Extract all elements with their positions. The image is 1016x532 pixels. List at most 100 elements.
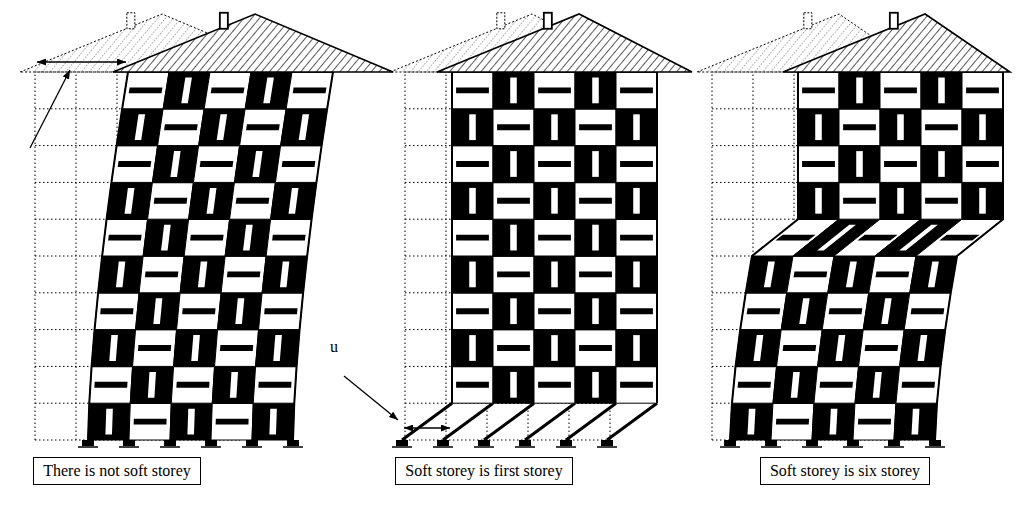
window — [510, 151, 517, 177]
window — [917, 335, 927, 361]
window — [633, 262, 640, 288]
window-band — [293, 87, 327, 93]
window — [125, 188, 135, 214]
wall-panel — [863, 293, 910, 330]
window — [280, 262, 289, 288]
wall-panel — [575, 182, 616, 219]
wall-panel — [575, 330, 616, 367]
window — [592, 225, 599, 251]
fixed-support — [560, 440, 572, 446]
building-edge — [730, 72, 798, 440]
window — [873, 372, 882, 398]
window-band — [925, 198, 958, 204]
wall-panel — [818, 330, 864, 367]
wall-panel — [575, 366, 616, 403]
window — [105, 409, 112, 435]
wall-panel — [921, 109, 962, 146]
window-band — [857, 235, 897, 241]
wall-panel — [916, 219, 1003, 256]
wall-panel — [575, 256, 616, 293]
roof — [113, 14, 393, 72]
window-band — [145, 271, 178, 277]
wall-panel — [534, 72, 575, 109]
ground-line — [802, 446, 822, 448]
wall-panel — [616, 182, 657, 219]
window — [856, 151, 863, 177]
window-band — [875, 271, 909, 277]
wall-panel — [880, 72, 921, 109]
wall-panel — [616, 146, 657, 183]
window — [109, 335, 118, 361]
wall-panel — [452, 182, 493, 219]
window — [170, 151, 180, 177]
fixed-support — [287, 440, 299, 446]
wall-panel — [240, 109, 287, 146]
displacement-label: u — [330, 338, 338, 356]
window — [469, 335, 476, 361]
caption-text: Soft storey is six storey — [770, 462, 920, 480]
window — [846, 262, 857, 288]
window — [198, 262, 207, 288]
window-band — [456, 382, 489, 388]
wall-panel — [534, 330, 575, 367]
grid-line — [76, 72, 77, 440]
window-band — [579, 345, 612, 351]
wall-panel — [855, 366, 900, 403]
window — [217, 114, 227, 140]
fixed-support — [888, 440, 900, 446]
window — [510, 372, 517, 398]
caption-box: Soft storey is six storey — [760, 457, 930, 485]
wall-panel — [98, 256, 143, 293]
wall-panel — [493, 146, 534, 183]
window — [633, 188, 640, 214]
wall-panel — [221, 256, 266, 293]
window-band — [793, 271, 827, 277]
window-band — [966, 161, 999, 167]
chimney — [127, 13, 135, 29]
wall-panel — [95, 293, 140, 330]
ground-line — [761, 446, 781, 448]
fixed-support — [724, 440, 736, 446]
window-band — [182, 308, 215, 314]
fixed-support — [82, 440, 94, 446]
wall-panel — [575, 109, 616, 146]
window-band — [497, 271, 530, 277]
chimney — [804, 13, 812, 29]
window-band — [538, 161, 571, 167]
window-band — [820, 382, 853, 388]
window-band — [118, 161, 152, 167]
window — [835, 335, 845, 361]
wall-panel — [493, 330, 534, 367]
wall-panel — [117, 109, 164, 146]
wall-panel — [452, 72, 493, 109]
window — [135, 114, 145, 140]
window — [592, 151, 599, 177]
window — [815, 188, 822, 214]
displacement-arrows — [30, 62, 450, 428]
displacement-arrow — [404, 427, 450, 428]
soft-column — [402, 403, 452, 440]
ground-line — [515, 446, 535, 448]
window — [815, 114, 822, 140]
window-band — [843, 198, 876, 204]
fixed-support — [396, 440, 408, 446]
wall-panel — [286, 72, 333, 109]
wall-panel — [152, 146, 198, 183]
wall-panel — [534, 182, 575, 219]
wall-panel — [184, 219, 229, 256]
wall-panel — [177, 293, 222, 330]
wall-panel — [493, 256, 534, 293]
wall-panel — [616, 219, 657, 256]
caption-text: There is not soft storey — [43, 462, 191, 480]
window — [551, 262, 558, 288]
window-band — [620, 161, 653, 167]
fixed-support — [123, 440, 135, 446]
window — [469, 114, 476, 140]
window — [881, 298, 891, 324]
window — [748, 409, 756, 435]
roof — [437, 14, 692, 72]
wall-panel — [92, 330, 136, 367]
wall-panel — [234, 146, 280, 183]
wall-panel — [777, 330, 823, 367]
